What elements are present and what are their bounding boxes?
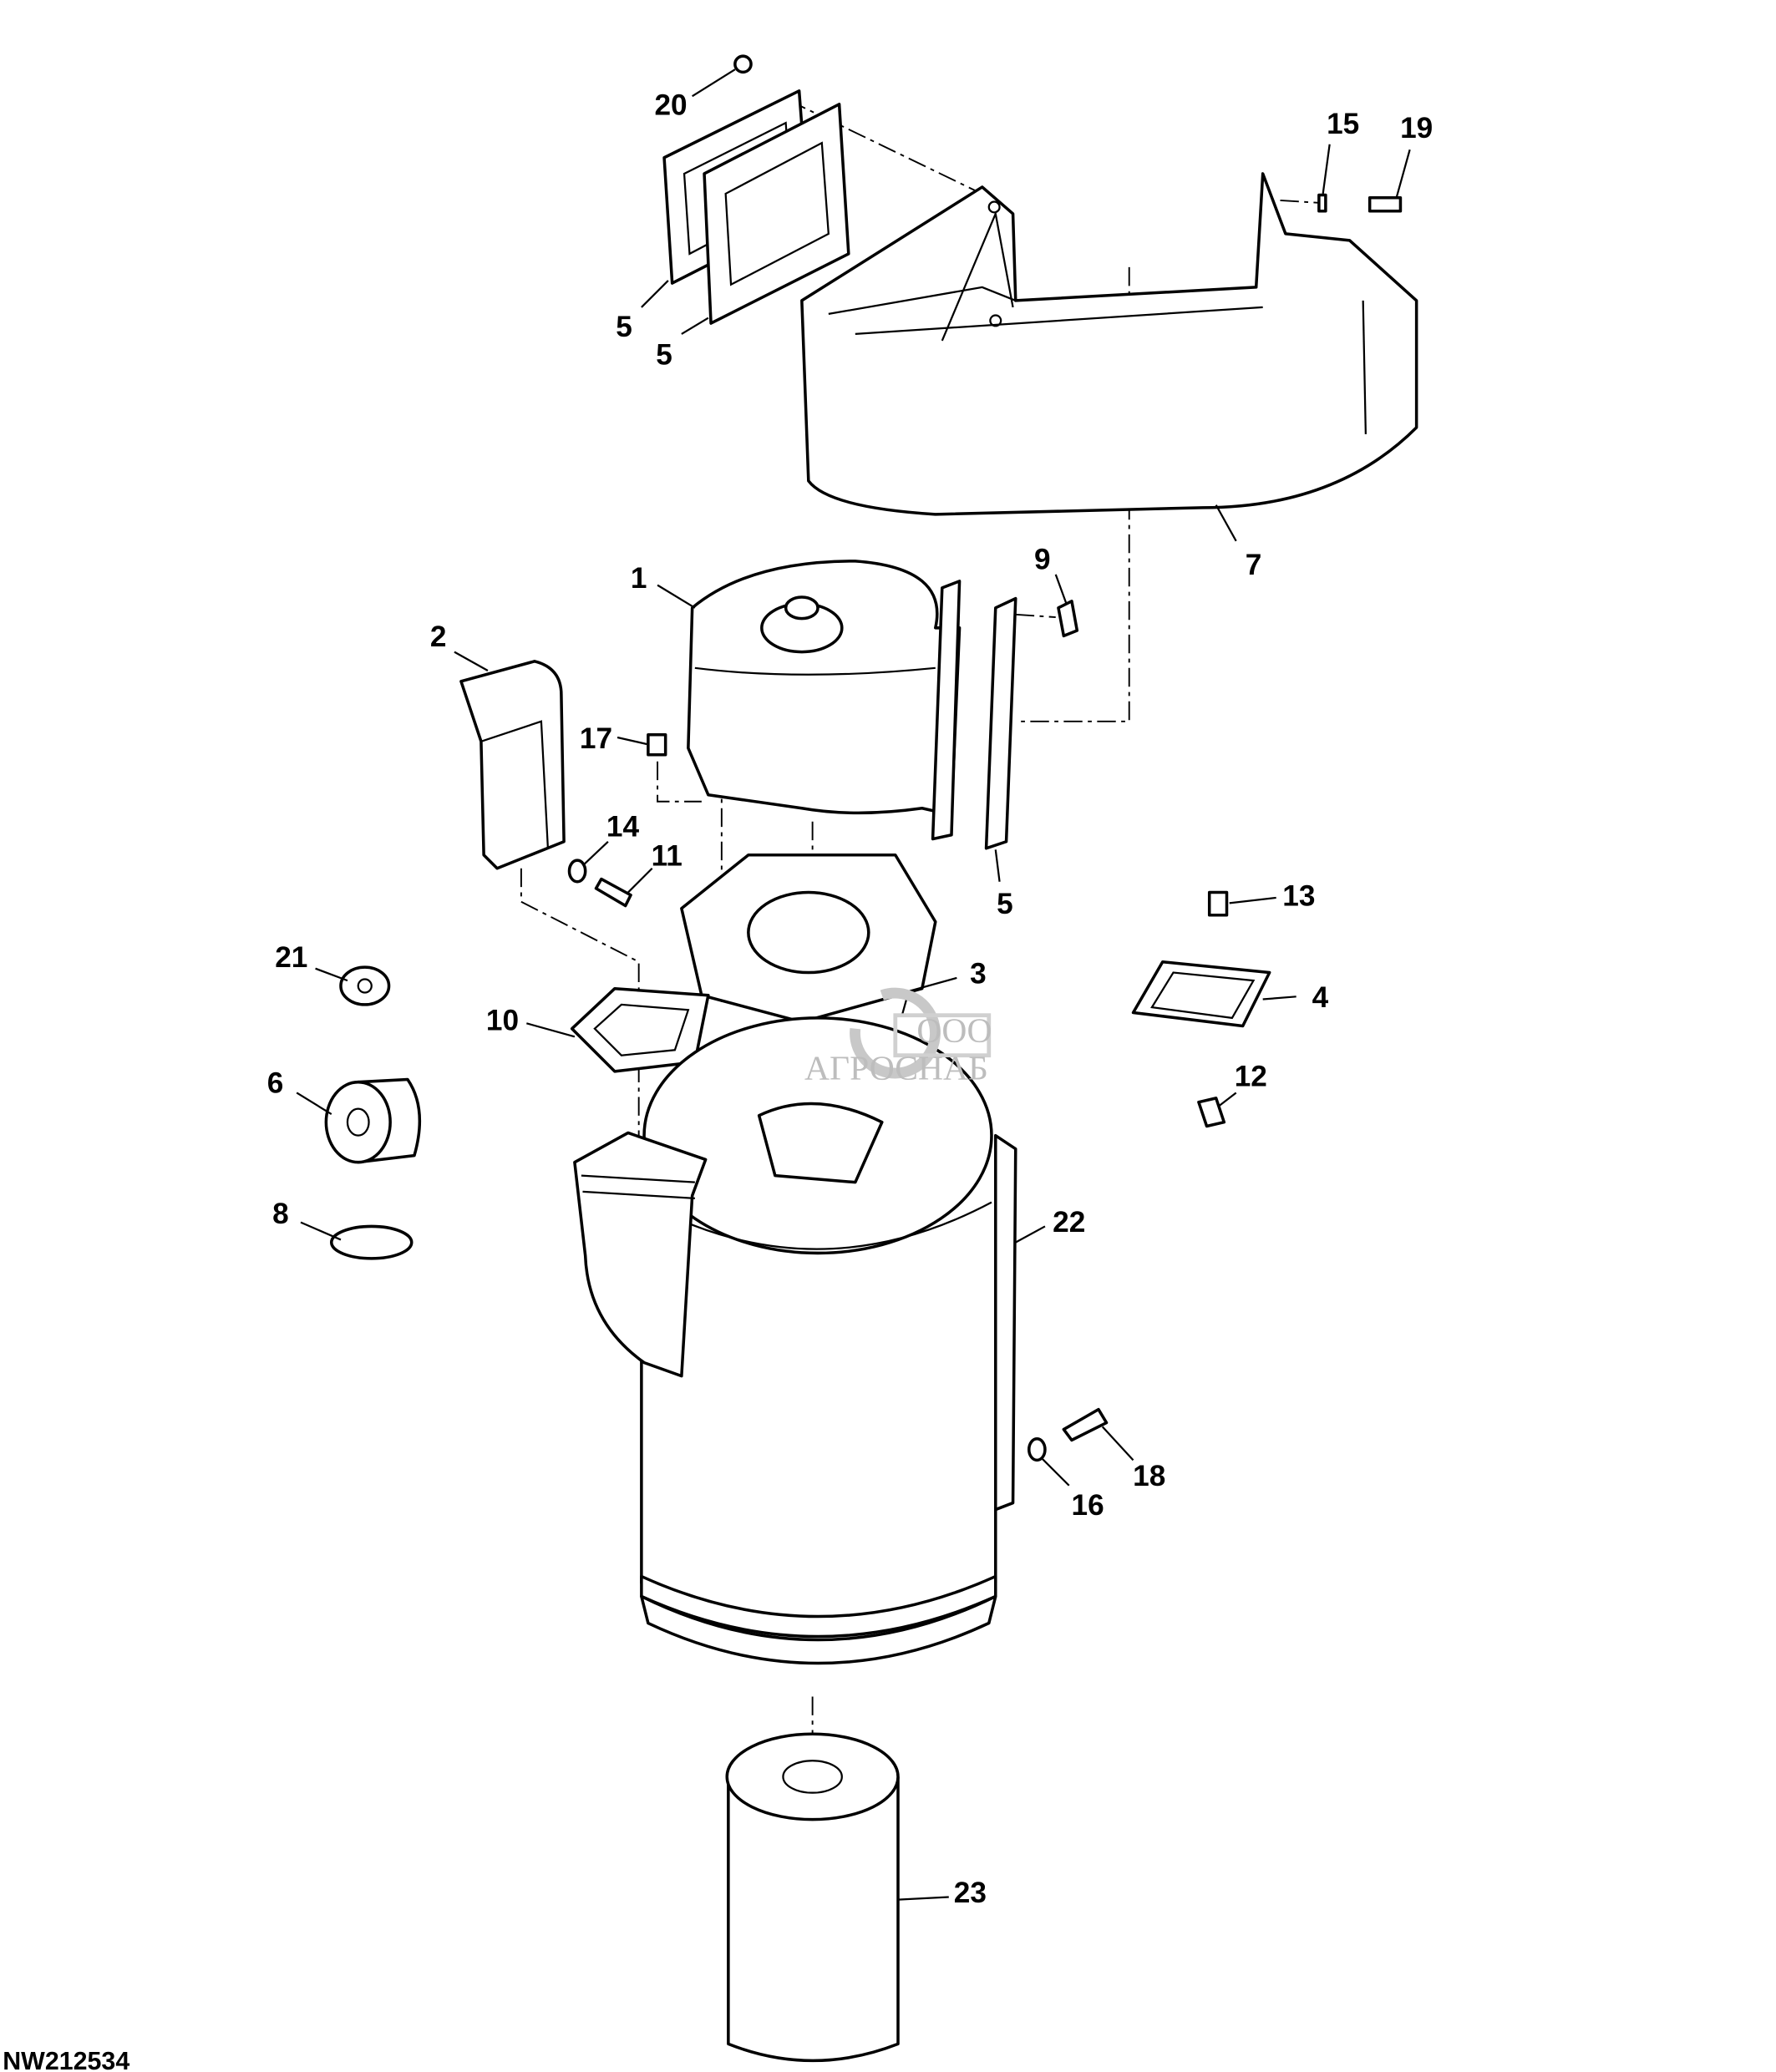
bolt-18	[1062, 1407, 1109, 1442]
hose-6	[324, 1077, 422, 1164]
callout-5: 5	[656, 339, 672, 372]
callout-13: 13	[1282, 880, 1315, 913]
seal-4	[1131, 960, 1271, 1028]
bolt-12	[1197, 1097, 1226, 1128]
callout-2: 2	[430, 621, 447, 653]
callout-10: 10	[486, 1004, 519, 1036]
filter-element-23	[725, 1732, 900, 2063]
figure-id: NW212534	[3, 2047, 129, 2072]
callout-1: 1	[631, 562, 647, 595]
clamp-8	[330, 1224, 414, 1260]
callout-22: 22	[1053, 1206, 1085, 1239]
leader-lines	[296, 68, 1411, 1901]
blower-housing-1	[687, 560, 962, 817]
gasket-5-upper-b	[703, 103, 850, 325]
watermark-prefix: ООО	[916, 1011, 992, 1050]
callout-16: 16	[1072, 1489, 1104, 1522]
clip-9	[1057, 600, 1079, 638]
callout-12: 12	[1235, 1060, 1267, 1092]
watermark-text: АГРОСНАБ	[804, 1048, 988, 1087]
screw-11	[594, 877, 632, 908]
callout-21: 21	[275, 941, 307, 974]
callout-20: 20	[654, 89, 687, 122]
callout-6: 6	[267, 1066, 284, 1099]
nut-20	[733, 54, 753, 74]
screw-19	[1368, 195, 1403, 213]
callout-3: 3	[970, 957, 987, 990]
callout-14: 14	[606, 810, 640, 843]
callout-5: 5	[997, 888, 1013, 920]
intake-cover-2	[459, 660, 566, 870]
air-cleaner-body-22	[573, 1016, 1017, 1665]
callout-4: 4	[1312, 981, 1329, 1014]
gasket-5-blower-b	[984, 596, 1017, 850]
callout-19: 19	[1400, 112, 1433, 144]
gasket-5-blower-a	[931, 580, 962, 841]
callout-11: 11	[652, 840, 682, 873]
callout-17: 17	[580, 722, 612, 755]
callout-5: 5	[616, 311, 632, 343]
clip-15	[1317, 193, 1327, 213]
seal-10	[570, 986, 710, 1073]
grommet-21	[339, 965, 391, 1006]
washer-14	[567, 859, 587, 884]
bolt-17	[647, 733, 667, 757]
callout-9: 9	[1034, 543, 1051, 575]
washer-16	[1027, 1437, 1047, 1462]
callout-15: 15	[1327, 108, 1359, 140]
callout-18: 18	[1133, 1460, 1165, 1492]
watermark-logo: ООО АГРОСНАБ	[804, 987, 992, 1087]
callout-23: 23	[954, 1877, 987, 1909]
callout-7: 7	[1246, 549, 1262, 581]
callout-8: 8	[272, 1198, 289, 1230]
callouts: 20 5 5 15 19 7 1 9 2 17 14 11 5 13 21 3 …	[267, 89, 1433, 1909]
bolt-13	[1207, 890, 1229, 917]
gasket-plate-3	[680, 853, 937, 1024]
air-duct-7	[800, 172, 1418, 516]
